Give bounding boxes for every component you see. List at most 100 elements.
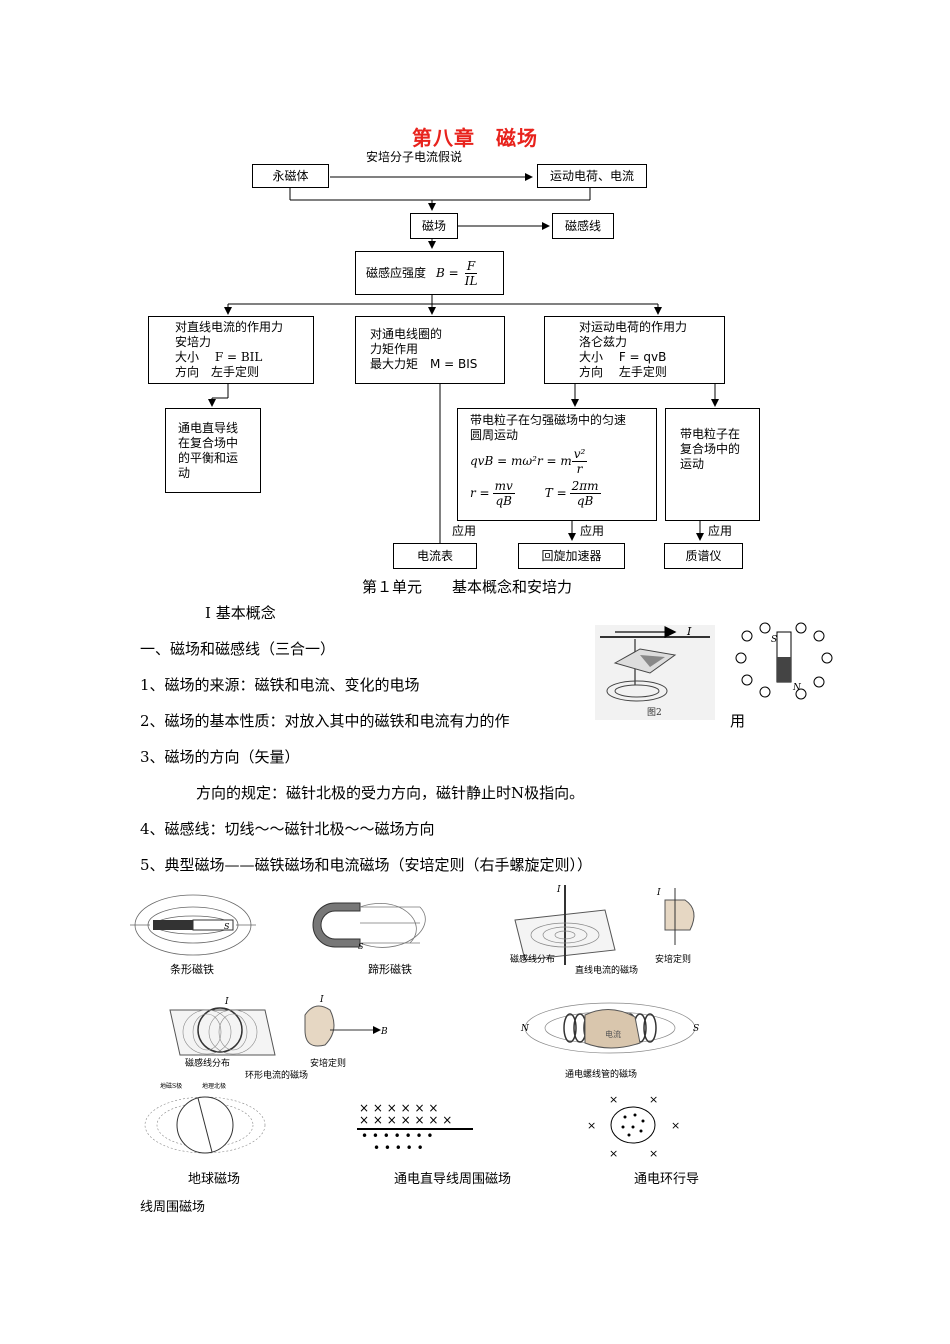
horseshoe-caption: 蹄形磁铁	[368, 962, 412, 976]
ring-dist-caption: 磁感线分布	[185, 1057, 230, 1069]
ampere-force-line: 大小 F = BIL	[175, 350, 263, 364]
text-line: 用	[730, 712, 746, 730]
compound-wire-box: 通电直导线 在复合场中 的平衡和运 动	[165, 408, 261, 493]
b-numerator: F	[464, 258, 478, 274]
text-line: 一、磁场和磁感线（三合一）	[140, 640, 336, 658]
lorentz-force-box: 对运动电荷的作用力 洛仑兹力 大小 F = qvB 方向 左手定则	[544, 316, 725, 384]
ammeter-box: 电流表	[393, 543, 477, 569]
r-denominator: r	[576, 462, 583, 476]
svg-text:× × × × × ×: × × × × × ×	[359, 1101, 438, 1115]
svg-text:×: ×	[609, 1147, 618, 1160]
lorentz-force-line: 洛仑兹力	[579, 335, 628, 349]
straight-current-figure: I I 磁感线分布 安培定则 直线电流的磁场	[510, 885, 695, 975]
earth-field-figure: 地磁S极 地理北极	[144, 1082, 266, 1154]
n-pole-label: N	[792, 683, 802, 693]
ampere-force-box: 对直线电流的作用力 安培力 大小 F = BIL 方向 左手定则	[148, 316, 314, 384]
earth-n-label: 地理北极	[202, 1082, 226, 1090]
compass-ring-figure: S N	[735, 622, 833, 700]
current-label: I	[224, 997, 229, 1007]
ampere-force-line: 对直线电流的作用力	[175, 320, 284, 334]
v2-numerator: v²	[571, 447, 588, 462]
straight-wire-caption: 通电直导线周围磁场	[394, 1172, 512, 1187]
compound-wire-line: 动	[178, 466, 191, 480]
lorentz-force-line: 对运动电荷的作用力	[579, 320, 688, 334]
svg-text:×: ×	[649, 1147, 658, 1160]
period-lhs: T =	[544, 486, 567, 500]
b-denominator: IL	[464, 273, 478, 288]
svg-text:×: ×	[587, 1119, 596, 1132]
qb-denominator: qB	[576, 494, 594, 508]
b-formula-lhs: B =	[436, 265, 459, 280]
svg-text:×: ×	[609, 1093, 618, 1106]
apply-label: 应用	[580, 524, 605, 538]
ring-field-caption: 环形电流的磁场	[245, 1069, 308, 1081]
bar-magnet-caption: 条形磁铁	[170, 962, 214, 976]
torque-line: 力矩作用	[370, 342, 419, 356]
ring-wire-caption-cont: 线周围磁场	[140, 1200, 206, 1215]
s-pole-label: S	[771, 635, 777, 645]
qb-denominator: qB	[495, 494, 512, 508]
text-line: 4、磁感线：切线～～磁针北极～～磁场方向	[140, 820, 435, 838]
cyclotron-box: 回旋加速器	[518, 543, 625, 569]
compound-charge-line: 运动	[680, 457, 705, 471]
chapter-title: 第八章 磁场	[412, 126, 538, 150]
svg-text:• • • • • • •: • • • • • • •	[361, 1129, 433, 1143]
circular-motion-box: 带电粒子在匀强磁场中的匀速 圆周运动 qvB = mω²r = m v² r r…	[457, 408, 657, 521]
moving-charge-box: 运动电荷、电流	[537, 164, 647, 188]
circular-eq2: r = mv qB T = 2πm qB	[470, 479, 656, 508]
unit-title: 第１单元 基本概念和安培力	[362, 578, 573, 596]
compound-wire-line: 通电直导线	[178, 421, 239, 435]
svg-text:• • • • •: • • • • •	[373, 1141, 424, 1155]
straight-wire-field-symbols: × × × × × × × × × × × × × • • • • • • • …	[357, 1101, 473, 1155]
horseshoe-magnet-figure: S 蹄形磁铁	[312, 902, 426, 976]
s-pole-label: S	[224, 922, 230, 931]
lorentz-force-line: 方向 左手定则	[579, 365, 667, 379]
ampere-force-line: 安培力	[175, 335, 212, 349]
text-line: 方向的规定：磁针北极的受力方向，磁针静止时N极指向。	[196, 784, 585, 802]
mv-numerator: mv	[492, 479, 515, 494]
torque-box: 对通电线圈的 力矩作用 最大力矩 M = BIS	[355, 316, 505, 384]
circular-motion-title: 圆周运动	[470, 428, 519, 442]
circular-eq1: qvB = mω²r = m v² r	[470, 447, 656, 476]
text-line: 5、典型磁场——磁铁磁场和电流磁场（安培定则（右手螺旋定则））	[140, 856, 593, 874]
solenoid-current-label: 电流	[605, 1029, 621, 1039]
circular-eq1-lhs: qvB = mω²r = m	[470, 454, 572, 468]
current-label: I	[656, 888, 661, 898]
mass-spectrometer-box: 质谱仪	[664, 543, 743, 569]
n-pole-label: N	[520, 1024, 530, 1034]
apply-label: 应用	[708, 524, 733, 538]
straight-field-caption: 直线电流的磁场	[575, 964, 638, 975]
earth-caption: 地球磁场	[188, 1172, 241, 1187]
flowchart-connectors	[208, 173, 719, 543]
compound-charge-line: 复合场中的	[680, 442, 741, 456]
magnetic-induction-box: 磁感应强度 B = F IL	[355, 251, 504, 295]
current-label: I	[556, 885, 561, 895]
earth-s-label: 地磁S极	[160, 1082, 182, 1090]
wire-compass-figure: I 图2	[595, 625, 715, 720]
lorentz-force-line: 大小 F = qvB	[579, 350, 667, 364]
period-fraction: 2πm qB	[569, 479, 601, 508]
s-pole-label: S	[693, 1024, 699, 1034]
current-label: I	[686, 625, 692, 638]
text-line: 3、磁场的方向（矢量）	[140, 748, 300, 766]
section-heading: Ⅰ 基本概念	[205, 604, 276, 622]
svg-text:×: ×	[671, 1119, 680, 1132]
ampere-hypothesis-label: 安培分子电流假说	[366, 150, 463, 164]
ring-wire-field-symbols: ×× ×× ××	[587, 1093, 680, 1160]
ring-wire-caption: 通电环行导	[634, 1172, 700, 1187]
compound-wire-line: 在复合场中	[178, 436, 239, 450]
magnetic-field-box: 磁场	[410, 213, 458, 239]
compound-wire-line: 的平衡和运	[178, 451, 239, 465]
fig2-label: 图2	[647, 707, 662, 718]
ring-rule-caption: 安培定则	[310, 1057, 346, 1069]
torque-line: 最大力矩 M = BIS	[370, 357, 478, 371]
wire-dist-caption: 磁感线分布	[510, 953, 555, 965]
text-line: 1、磁场的来源：磁铁和电流、变化的电场	[140, 676, 420, 694]
ampere-rule-caption: 安培定则	[655, 953, 691, 965]
radius-fraction: mv qB	[492, 479, 515, 508]
ampere-force-line: 方向 左手定则	[175, 365, 260, 379]
permanent-magnet-box: 永磁体	[252, 164, 329, 188]
field-b-label: B	[380, 1027, 388, 1037]
torque-line: 对通电线圈的	[370, 327, 443, 341]
solenoid-caption: 通电螺线管的磁场	[565, 1068, 637, 1080]
